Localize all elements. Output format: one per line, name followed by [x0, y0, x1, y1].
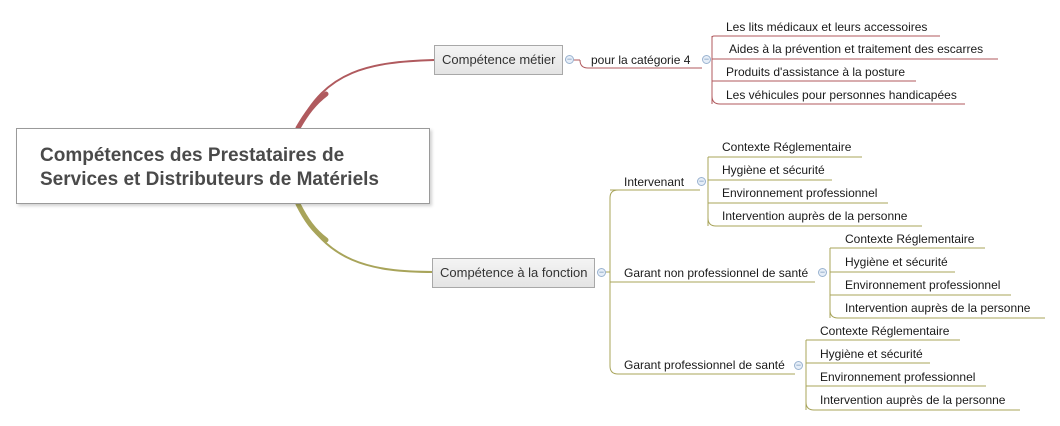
leaf-produits-posture[interactable]: Produits d'assistance à la posture	[726, 65, 906, 79]
topic-competence-fonction[interactable]: Compétence à la fonction	[432, 258, 596, 288]
leaf-garant-pro-environnement[interactable]: Environnement professionnel	[820, 370, 976, 384]
leaf-garant-pro-hygiene[interactable]: Hygiène et sécurité	[820, 347, 923, 361]
collapse-garant-pro-icon[interactable]: −	[794, 360, 803, 370]
leaf-garant-non-pro-intervention[interactable]: Intervention auprès de la personne	[845, 301, 1031, 315]
leaf-garant-non-pro-contexte[interactable]: Contexte Réglementaire	[845, 232, 975, 246]
leaf-vehicules-handicapees[interactable]: Les véhicules pour personnes handicapées	[726, 88, 957, 102]
leaf-intervenant-intervention[interactable]: Intervention auprès de la personne	[722, 209, 908, 223]
central-topic-title: Compétences des Prestataires de Services…	[40, 144, 379, 192]
leaf-garant-pro-contexte[interactable]: Contexte Réglementaire	[820, 324, 950, 338]
leaf-intervenant-environnement[interactable]: Environnement professionnel	[722, 186, 878, 200]
collapse-garant-non-pro-icon[interactable]: −	[818, 267, 827, 277]
central-topic[interactable]: Compétences des Prestataires de Services…	[16, 128, 430, 204]
leaf-intervenant-contexte[interactable]: Contexte Réglementaire	[722, 140, 852, 154]
topic-pour-la-categorie-4[interactable]: pour la catégorie 4	[591, 53, 691, 67]
topic-garant-non-professionnel[interactable]: Garant non professionnel de santé	[624, 266, 809, 280]
topic-competence-metier[interactable]: Compétence métier	[434, 45, 564, 75]
leaf-aides-escarres[interactable]: Aides à la prévention et traitement des …	[729, 42, 984, 56]
topic-garant-professionnel[interactable]: Garant professionnel de santé	[624, 358, 785, 372]
collapse-intervenant-icon[interactable]: −	[697, 176, 706, 186]
collapse-metier-icon[interactable]: −	[565, 54, 574, 64]
leaf-lits-medicaux[interactable]: Les lits médicaux et leurs accessoires	[726, 20, 928, 34]
collapse-categorie-icon[interactable]: −	[702, 54, 711, 64]
central-title-line-2: Services et Distributeurs de Matériels	[40, 169, 379, 190]
leaf-garant-non-pro-hygiene[interactable]: Hygiène et sécurité	[845, 255, 948, 269]
leaf-garant-non-pro-environnement[interactable]: Environnement professionnel	[845, 278, 1001, 292]
central-title-line-1: Compétences des Prestataires de	[40, 145, 345, 166]
leaf-intervenant-hygiene[interactable]: Hygiène et sécurité	[722, 163, 825, 177]
leaf-garant-pro-intervention[interactable]: Intervention auprès de la personne	[820, 393, 1006, 407]
collapse-fonction-icon[interactable]: −	[597, 267, 606, 277]
topic-intervenant[interactable]: Intervenant	[624, 175, 685, 189]
